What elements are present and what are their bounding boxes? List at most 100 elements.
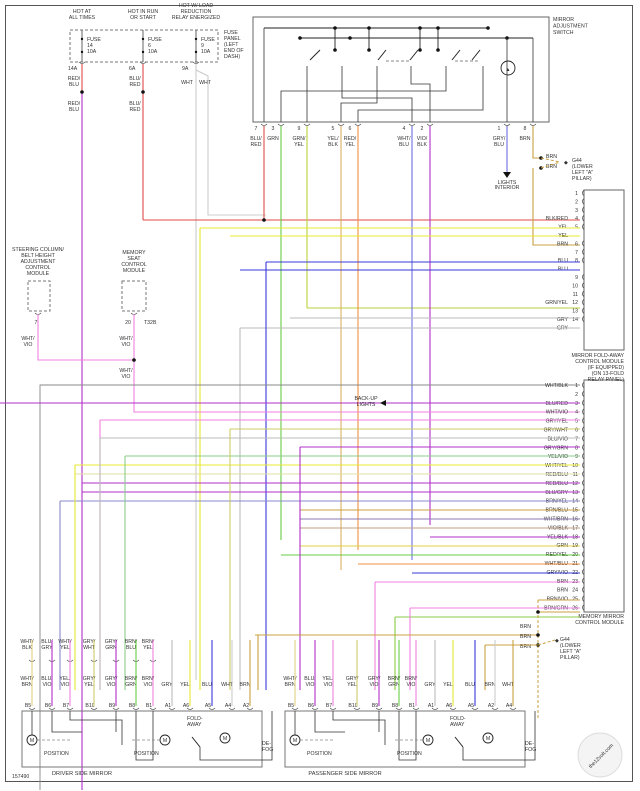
memory-mirror-pin (582, 568, 585, 576)
driver-mirror-motor-label: M (163, 738, 167, 744)
driver-mirror-pin (149, 707, 157, 710)
passenger-mirror-pin-label: A4 (506, 703, 512, 709)
diagram-frame (5, 5, 633, 782)
ground-wire (540, 161, 561, 169)
passenger-mirror-pin-label: A2 (488, 703, 494, 709)
fuse-contact (141, 37, 145, 41)
driver-mirror-upper-wire-label: WHT/ (20, 639, 34, 645)
driver-mirror-trace (199, 711, 273, 761)
fuse-panel-label: FUSE (224, 30, 238, 36)
switch-pin-8 (529, 123, 537, 126)
driver-mirror-wire-label: VIO (43, 682, 52, 688)
wire-label: WHT (181, 80, 194, 86)
fuse-label: 10A (201, 49, 211, 55)
passenger-mirror-pin-label: B10 (348, 703, 357, 709)
driver-mirror-wire-label: BLU (202, 682, 212, 688)
driver-mirror-pin (168, 707, 176, 710)
passenger-mirror-wire-label: VIO (324, 682, 333, 688)
memory-mirror-pin (582, 417, 585, 424)
memory-mirror-pin (582, 515, 585, 522)
passenger-mirror-pin (412, 707, 420, 710)
lights-interior-label: LIGHTS (498, 180, 517, 186)
fuse-label: 14 (87, 43, 93, 49)
fuse-panel-label: END OF (224, 48, 244, 54)
foldaway-pin (582, 298, 585, 306)
wire-wht-fuse9 (195, 64, 266, 216)
passenger-mirror-wire-label: BRN (285, 682, 296, 688)
memory-mirror-pin-number: 9 (575, 454, 578, 460)
foldaway-pin-number: 10 (572, 283, 578, 289)
driver-mirror-pin-label: A6 (183, 703, 189, 709)
driver-mirror-foldaway-label: AWAY (187, 722, 202, 728)
passenger-mirror-pin (353, 707, 361, 710)
wire-wht-vio-steering (37, 314, 134, 361)
driver-mirror-upper-wire-label: WHT (83, 645, 96, 651)
wire-label: RED (130, 107, 141, 113)
backup-lights-label: BACK-UP (354, 396, 378, 402)
memory-mirror-pin (582, 479, 585, 487)
foldaway-pin (582, 206, 585, 214)
fuse-terminal-label: 14A (68, 66, 78, 72)
driver-mirror-pin-label: B10 (85, 703, 94, 709)
switch-title: ADJUSTMENT (553, 24, 589, 30)
memory-mirror-pin (582, 408, 585, 415)
memory-mirror-pin (582, 497, 585, 504)
splice-dot (298, 36, 302, 40)
passenger-mirror-position-label: POSITION (397, 751, 422, 757)
driver-mirror-pin-label: B6 (45, 703, 51, 709)
driver-mirror-wire-label: BRN/ (125, 676, 138, 682)
switch-int (340, 66, 378, 122)
fuse-label: 10A (148, 49, 158, 55)
passenger-mirror-position-label: POSITION (307, 751, 332, 757)
switch-pin-number: 7 (255, 126, 258, 132)
foldaway-module-title: (ON 13-FOLD (592, 371, 625, 377)
switch-wire-label: GRY/ (493, 136, 506, 142)
memory-mirror-wire-label: GRY/GRN (544, 445, 568, 451)
memory-mirror-pin-number: 1 (575, 383, 578, 389)
memory-mirror-pin-number: 5 (575, 419, 578, 425)
memory-mirror-pin (582, 435, 585, 442)
memory-mirror-wire-label: BLU/RED (546, 401, 569, 407)
memory-seat-module-title: SEAT (127, 256, 141, 262)
fuse-label: FUSE (201, 37, 215, 43)
fuse-header-label: HOT W/ LOAD (179, 3, 213, 9)
driver-mirror-wire-label: VIO (61, 682, 70, 688)
passenger-mirror-pin-label: B1 (409, 703, 415, 709)
passenger-mirror-pin (311, 707, 319, 710)
steering-module-title: STEERING COLUMN/ (12, 247, 64, 253)
switch-wire-label: BLU/ (250, 136, 262, 142)
passenger-mirror-wire-label: GRY/ (368, 676, 381, 682)
wire-wht-vio-seat (133, 314, 580, 413)
switch-lever (471, 49, 481, 61)
arrow-backup (380, 400, 386, 406)
arrow-lights (503, 172, 511, 178)
memory-mirror-pin-number: 10 (572, 463, 578, 469)
passenger-mirror-wire-label: VIO (407, 682, 416, 688)
driver-mirror-pin (132, 707, 140, 710)
memory-mirror-wire-label: BLU/VIO (548, 436, 568, 442)
driver-mirror-motor-label: M (223, 736, 227, 742)
switch-pin-4 (408, 123, 416, 126)
memory-mirror-pin (582, 541, 585, 549)
passenger-mirror-defog-label: DE- (525, 741, 534, 747)
memory-mirror-wire-label: WHT/YEL (545, 463, 568, 469)
passenger-mirror-trace (314, 711, 345, 733)
passenger-mirror-wire-label: BRN (485, 682, 496, 688)
memory-mirror-pin (582, 399, 585, 407)
driver-mirror-wire-label: GRY/ (83, 676, 96, 682)
passenger-mirror-pin-label: B8 (392, 703, 398, 709)
memory-mirror-pin (582, 586, 585, 593)
switch-pin-number: 5 (332, 126, 335, 132)
passenger-mirror-trace (462, 711, 536, 761)
passenger-mirror-defog-label: FOG (525, 747, 536, 753)
fuse-header-label: RELAY ENERGIZED (172, 15, 220, 21)
passenger-mirror-pin (449, 707, 457, 710)
watermark-ring (577, 732, 623, 778)
passenger-mirror-pin-label: B9 (372, 703, 378, 709)
switch-title: SWITCH (553, 30, 574, 36)
switch-wire-label: YEL/ (327, 136, 339, 142)
driver-mirror-upper-wire-label: GRY (41, 645, 53, 651)
switch-title: MIRROR (553, 17, 574, 23)
memory-mirror-pin (582, 461, 585, 469)
